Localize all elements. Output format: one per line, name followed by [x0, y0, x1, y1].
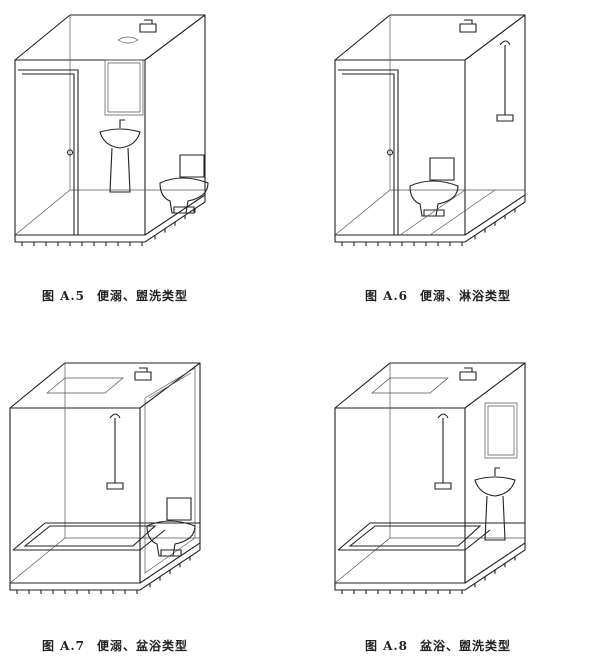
ceiling-fan-icon	[459, 367, 477, 381]
figure-number: 图 A.8	[365, 639, 409, 653]
ceiling-fan-icon	[134, 367, 152, 381]
figure-title: 便溺、盥洗类型	[97, 289, 189, 303]
bathtub	[337, 522, 525, 583]
figure-title: 便溺、盆浴类型	[97, 639, 189, 653]
figure-title: 盆浴、盥洗类型	[420, 639, 512, 653]
skylight	[46, 377, 124, 394]
shower-head	[106, 413, 124, 490]
door	[144, 367, 196, 574]
figure-a7-drawing	[5, 358, 215, 608]
base-platform	[14, 195, 206, 246]
bathtub	[12, 522, 200, 583]
unit-frame	[334, 14, 526, 236]
figure-number: 图 A.5	[42, 289, 86, 303]
figure-caption: 图 A.5 便溺、盥洗类型	[42, 287, 188, 304]
wash-basin	[474, 467, 516, 541]
figure-number: 图 A.7	[42, 639, 86, 653]
skylight	[371, 377, 449, 394]
figure-a6-drawing	[330, 10, 540, 260]
bathroom-unit-drawing	[14, 14, 209, 246]
ceiling-fan-icon	[459, 19, 477, 33]
figure-a8-drawing	[330, 358, 540, 608]
bathroom-unit-drawing	[9, 362, 201, 594]
figure-a5-drawing	[10, 10, 220, 260]
bathroom-unit-drawing	[334, 14, 526, 246]
toilet	[159, 154, 209, 214]
door-knob	[66, 149, 74, 156]
shower-head	[434, 413, 452, 490]
mirror	[104, 59, 144, 116]
figure-caption: 图 A.7 便溺、盆浴类型	[42, 637, 188, 654]
ceiling-fan-icon	[139, 19, 157, 33]
figure-title: 便溺、淋浴类型	[420, 289, 512, 303]
bathroom-unit-drawing	[334, 362, 526, 594]
door	[338, 69, 399, 235]
base-platform	[9, 543, 201, 594]
mirror	[484, 402, 518, 459]
door	[18, 69, 79, 235]
base-platform	[334, 195, 526, 246]
figure-number: 图 A.6	[365, 289, 409, 303]
ceiling-light	[117, 36, 139, 44]
shower-head	[496, 40, 514, 122]
wash-basin	[99, 119, 141, 193]
shower-tray	[399, 189, 496, 236]
figure-caption: 图 A.8 盆浴、盥洗类型	[365, 637, 511, 654]
toilet	[146, 497, 196, 557]
door-knob	[386, 149, 394, 156]
unit-frame	[14, 14, 206, 236]
toilet	[409, 157, 459, 217]
base-platform	[334, 543, 526, 594]
figure-caption: 图 A.6 便溺、淋浴类型	[365, 287, 511, 304]
